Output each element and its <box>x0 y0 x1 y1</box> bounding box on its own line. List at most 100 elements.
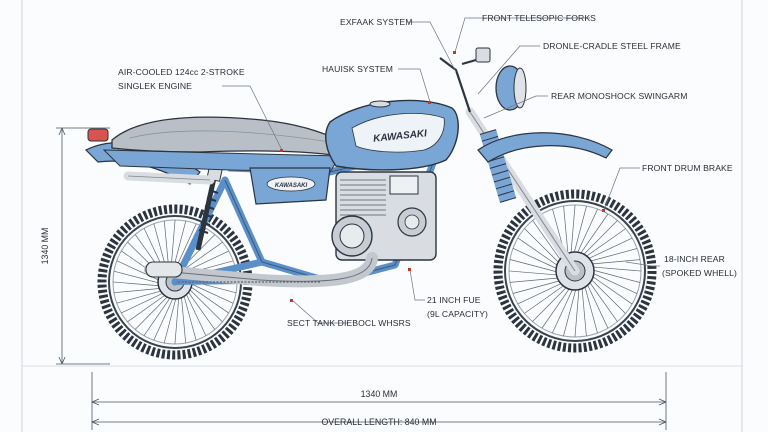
spoke <box>113 270 164 285</box>
spoke <box>584 248 638 263</box>
label-drum-brake: FRONT DRUM BRAKE <box>642 163 733 173</box>
spoke <box>186 281 234 304</box>
spoke <box>512 279 566 294</box>
spoke <box>587 270 638 294</box>
spoke <box>183 289 207 336</box>
spoke <box>143 293 174 336</box>
exhaust-pipe <box>144 252 378 288</box>
spoke <box>586 259 641 265</box>
label-frame: DRONLE-CRADLE STEEL FRAME <box>543 41 681 51</box>
dimension-labels: 1340 MM 1340 MM OVERALL LENGTH: 840 MM <box>40 228 437 427</box>
label-tank: SECT TANK DIEBOCL WHSRS <box>287 318 411 328</box>
rear-shock <box>195 166 223 251</box>
fork-gaiter-ring <box>481 135 499 142</box>
spoke <box>570 204 576 259</box>
spoke <box>180 241 223 272</box>
spoke <box>552 283 576 334</box>
spoke <box>532 282 571 322</box>
label-swingarm: REAR MONOSHOCK SWINGARM <box>551 91 687 101</box>
fuel-cap <box>369 100 391 108</box>
headlight <box>495 65 527 111</box>
label-height: 1340 MM <box>40 228 50 265</box>
speedometer <box>475 47 491 63</box>
spoke <box>574 208 598 259</box>
spoke <box>182 291 197 341</box>
fork-gaiter-ring <box>495 183 513 190</box>
spoke <box>113 287 165 294</box>
spoke <box>116 289 166 304</box>
spoke <box>121 290 168 314</box>
spoke <box>134 293 172 330</box>
spoke <box>185 287 216 330</box>
spoke <box>583 280 598 334</box>
leader-lines <box>222 17 660 324</box>
spoke <box>584 279 609 329</box>
spoke <box>587 272 633 305</box>
fork-gaiter-ring <box>497 190 515 197</box>
spoke <box>587 266 642 272</box>
height-dimension <box>56 127 110 365</box>
fork-gaiter-ring <box>491 169 509 176</box>
callout-ticks <box>280 51 605 302</box>
side-panel-brand: KAWASAKI <box>275 183 308 189</box>
engine <box>331 171 437 261</box>
fork-gaiter-ring <box>493 176 511 183</box>
spoke <box>583 237 633 262</box>
spoke <box>174 223 197 271</box>
spoke <box>576 213 609 259</box>
spoke <box>585 277 618 322</box>
fork-gaiter-ring <box>479 129 497 135</box>
label-fuel-line2: (9L CAPACITY) <box>427 309 488 319</box>
label-exhaust-system-top: EXFAAK SYSTEM <box>340 17 412 27</box>
spoke <box>581 228 626 261</box>
spoke <box>127 292 170 323</box>
spoke <box>524 228 564 267</box>
spoke <box>587 268 641 283</box>
fork-gaiter-ring <box>489 163 507 169</box>
carburetor <box>389 175 419 195</box>
spoke <box>112 281 164 287</box>
label-rear-wheel-line1: 18-INCH REAR <box>664 254 725 264</box>
spoke <box>572 205 587 259</box>
spoke <box>524 281 569 314</box>
spoke <box>563 205 569 260</box>
spoke <box>180 292 187 344</box>
label-rear-wheel-line2: (SPOKED WHELL) <box>662 268 737 278</box>
spoke <box>509 277 564 283</box>
label-front-forks: FRONT TELESOPIC FORKS <box>482 13 596 23</box>
spoke <box>116 260 164 283</box>
front-fender <box>477 132 613 163</box>
spoke <box>581 282 587 337</box>
handlebars <box>439 47 491 113</box>
spoke <box>508 270 563 276</box>
spoke <box>509 259 563 274</box>
spoke <box>579 220 618 260</box>
spoke <box>153 293 176 341</box>
spoke <box>541 283 574 329</box>
spoke <box>517 237 563 270</box>
muffler <box>145 261 183 278</box>
front-forks <box>465 107 580 276</box>
label-wheelbase: 1340 MM <box>361 389 398 399</box>
spoke <box>563 283 578 337</box>
spoke <box>517 280 567 305</box>
spoke <box>586 275 626 314</box>
label-engine-line1: AIR-COOLED 124cc 2-STROKE <box>118 67 245 77</box>
label-overall-length: OVERALL LENGTH: 840 MM <box>321 417 436 427</box>
spoke <box>186 285 223 323</box>
label-engine-line2: SINGLEK ENGINE <box>118 81 192 91</box>
spoke <box>574 283 580 338</box>
label-exhaust-system-mid: HAUISK SYSTEM <box>322 64 393 74</box>
spoke <box>512 248 563 272</box>
seat <box>111 116 341 157</box>
spoke <box>532 220 565 265</box>
spoke <box>186 283 229 314</box>
length-dimension <box>91 418 667 426</box>
label-fuel-line1: 21 INCH FUE <box>427 295 481 305</box>
tail-light <box>87 128 109 142</box>
fork-gaiter-ring <box>499 197 517 203</box>
callout-labels: EXFAAK SYSTEM FRONT TELESOPIC FORKS DRON… <box>118 13 737 328</box>
spoke <box>163 293 178 344</box>
